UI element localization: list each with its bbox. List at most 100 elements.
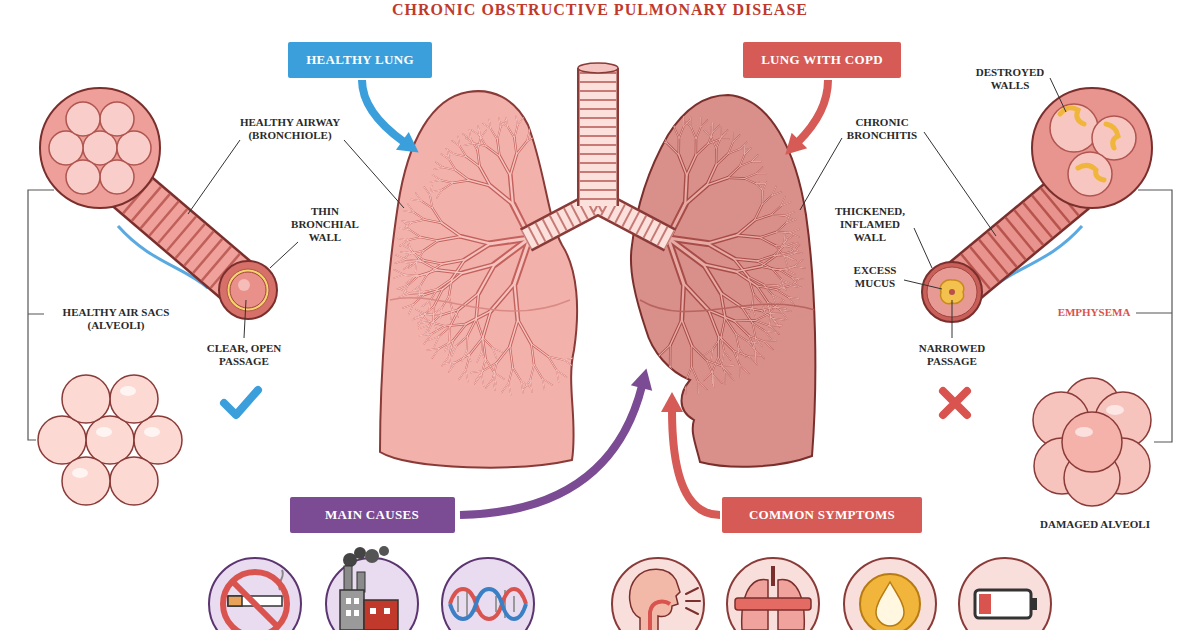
bronchus-branch <box>704 372 712 381</box>
bronchus-branch <box>449 356 451 368</box>
bronchus-branch <box>736 267 761 272</box>
bronchus-branch <box>493 378 495 390</box>
box-text: MAIN CAUSES <box>325 507 419 523</box>
bronchus-branch <box>518 320 532 344</box>
pollution-icon <box>326 558 418 630</box>
bronchus-branch <box>692 346 707 361</box>
bronchus-branch <box>777 252 791 255</box>
bronchus-branch <box>461 236 491 243</box>
bronchus-branch <box>408 204 414 212</box>
bronchus-branch <box>490 186 512 204</box>
bronchus-branch <box>716 154 728 165</box>
bronchus-branch <box>760 232 777 238</box>
leader-lines <box>188 140 240 214</box>
bronchus-branch <box>724 351 731 360</box>
bronchus-branch <box>780 310 787 319</box>
bronchus-branch <box>777 282 786 286</box>
pollution-icon <box>346 610 351 616</box>
bronchus-branch <box>398 239 408 241</box>
bronchus-branch <box>720 139 730 140</box>
bronchus-branch <box>415 262 416 272</box>
bronchus-branch <box>412 285 420 291</box>
bronchus-branch <box>780 266 794 269</box>
bronchus-branch <box>756 167 763 174</box>
bronchus-branch <box>670 320 682 345</box>
bronchus-branch <box>443 273 463 289</box>
bronchus-branch <box>786 270 795 274</box>
bronchus-branch <box>655 345 670 360</box>
bronchus-branch <box>728 177 745 179</box>
bronchus-branch <box>442 356 449 366</box>
bronchus-branch <box>736 334 739 348</box>
healthy-airway <box>66 102 100 136</box>
bronchus-branch <box>531 344 534 365</box>
bronchus-branch <box>704 349 713 355</box>
bronchus-branch <box>760 237 776 245</box>
bronchus-branch <box>692 367 698 382</box>
bronchus-branch <box>757 286 768 302</box>
healthy-alveoli <box>120 386 136 396</box>
bronchus-branch <box>426 314 441 315</box>
bronchus-branch <box>770 325 782 327</box>
leader-lines <box>344 140 404 208</box>
bronchus-branch <box>398 239 408 241</box>
bronchus-branch <box>402 221 412 223</box>
damaged-alveoli <box>1062 412 1122 472</box>
bronchus-branch <box>427 348 439 350</box>
bronchus-branch <box>791 252 802 254</box>
copd-lung <box>628 95 815 467</box>
pollution-icon <box>326 546 418 630</box>
callout-label: THIN BRONCHIAL WALL <box>290 205 360 245</box>
bronchus-branch <box>786 219 795 223</box>
bronchus-branch <box>761 267 780 270</box>
bronchus-branch <box>437 270 462 273</box>
healthy-airway <box>49 131 83 165</box>
bronchus-branch <box>497 346 510 363</box>
bronchus-branch <box>465 244 491 260</box>
bronchus-branch <box>481 130 487 138</box>
bronchus-branch <box>704 372 712 381</box>
tight-chest-icon <box>727 558 819 630</box>
bronchus-branch <box>664 366 670 381</box>
bronchus-branch <box>669 345 672 366</box>
bronchus-branch <box>721 293 725 318</box>
bronchus-branch <box>780 270 792 278</box>
healthy-airway <box>66 160 100 194</box>
bronchus-branch <box>737 220 755 235</box>
bronchus-branch <box>788 297 799 299</box>
bronchus-branch <box>530 380 532 392</box>
bronchus-branch <box>467 351 471 361</box>
bronchus-branch <box>416 193 422 201</box>
bronchus-branch <box>466 370 468 382</box>
bronchus-branch <box>534 365 542 379</box>
bronchus-branch <box>420 261 437 270</box>
bronchus-branch <box>732 132 733 142</box>
bronchus-branch <box>752 161 762 162</box>
bronchus-branch <box>685 185 707 204</box>
bronchus-branch <box>737 348 739 359</box>
bronchus-branch <box>667 143 679 155</box>
bronchus-branch <box>708 244 734 259</box>
bronchus-branch <box>476 319 482 337</box>
bronchus-branch <box>753 294 762 304</box>
bronchus-branch <box>762 195 772 204</box>
callout-label: THICKENED, INFLAMED WALL <box>828 205 912 245</box>
healthy-airway <box>227 269 269 311</box>
callout-label: DAMAGED ALVEOLI <box>1030 518 1160 531</box>
bronchus-branch <box>739 365 741 377</box>
bronchus-branch <box>701 120 708 127</box>
bronchus-branch <box>510 346 513 367</box>
bronchus-branch <box>491 283 515 311</box>
bronchus-branch <box>456 170 469 180</box>
no-smoking-icon <box>209 558 301 630</box>
copd-airway <box>1050 104 1098 152</box>
bronchus-branch <box>773 318 780 327</box>
bronchus-branch <box>564 360 574 367</box>
bronchus-branch <box>542 378 544 390</box>
pollution-icon <box>354 547 366 559</box>
bronchus-branch <box>408 237 421 240</box>
healthy-lung <box>390 298 570 311</box>
bronchus-branch <box>708 235 737 243</box>
bronchus-branch <box>757 255 774 261</box>
bronchus-branch <box>406 260 421 261</box>
